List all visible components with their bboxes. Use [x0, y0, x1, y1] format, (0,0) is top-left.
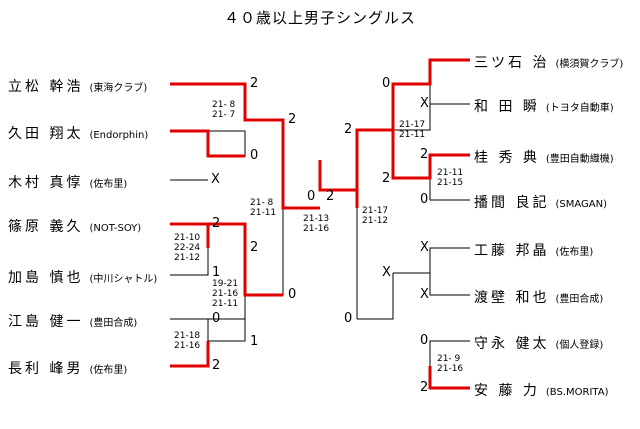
score: 2 [250, 240, 259, 255]
player-name: 播間 良記 [474, 195, 550, 211]
bracket-line [429, 178, 470, 201]
score: 2 [212, 216, 221, 231]
player-right-6: 渡壁 和也 (豊田合成) [474, 287, 603, 307]
set-scores: 21-10 22-24 21-12 [174, 233, 201, 263]
player-right-5: 工藤 邦晶 (佐布里) [474, 240, 593, 260]
score: 1 [250, 334, 259, 349]
player-team: (東海クラブ) [89, 83, 148, 94]
player-team: (Endorphin) [89, 130, 149, 141]
player-name: 安 藤 力 [474, 383, 540, 399]
set-scores: 21-17 21-11 [399, 120, 426, 140]
player-team: (佐布里) [555, 247, 594, 258]
player-name: 渡壁 和也 [474, 290, 550, 306]
score: 1 [212, 265, 221, 280]
score: X [420, 240, 429, 255]
player-left-1: 立松 幹浩 (東海クラブ) [8, 76, 147, 96]
player-team: (NOT-SOY) [89, 223, 142, 234]
player-right-3: 桂 秀 典 (豊田自動織機) [474, 147, 614, 167]
final-score-left: 0 [307, 189, 316, 204]
player-name: 桂 秀 典 [474, 150, 540, 166]
player-right-1: 三ツ石 治 (横須賀クラブ) [474, 52, 623, 72]
final-score-right: 2 [326, 189, 335, 204]
player-team: (佐布里) [89, 179, 128, 190]
player-left-2: 久田 翔太 (Endorphin) [8, 123, 148, 143]
player-name: 久田 翔太 [8, 126, 84, 142]
player-name: 守永 健太 [474, 336, 550, 352]
player-name: 長利 峰男 [8, 361, 84, 377]
player-right-8: 安 藤 力 (BS.MORITA) [474, 380, 609, 400]
winner-line [170, 129, 245, 158]
player-name: 三ツ石 治 [474, 55, 550, 71]
player-right-4: 播間 良記 (SMAGAN) [474, 192, 607, 212]
score: X [420, 287, 429, 302]
player-name: 篠原 義久 [8, 219, 84, 235]
score: 0 [420, 192, 429, 207]
bracket-line [429, 340, 470, 366]
score: 0 [288, 287, 297, 302]
bracket-line [429, 273, 470, 296]
score: 0 [212, 311, 221, 326]
player-name: 江島 健一 [8, 314, 84, 330]
winner-line [355, 58, 470, 208]
set-scores: 21- 9 21-16 [437, 354, 464, 374]
player-team: (豊田合成) [89, 318, 138, 329]
player-name: 工藤 邦晶 [474, 243, 550, 259]
bracket-line [393, 84, 470, 131]
player-team: (佐布里) [89, 365, 128, 376]
set-scores: 21-18 21-16 [174, 331, 201, 351]
score: 2 [420, 380, 429, 395]
score: X [420, 96, 429, 111]
player-left-7: 長利 峰男 (佐布里) [8, 358, 127, 378]
player-team: (トヨタ自動車) [545, 103, 614, 114]
set-scores: 21- 8 21-11 [250, 198, 277, 218]
page-title: ４０歳以上男子シングルス [223, 9, 416, 27]
bracket-line [170, 248, 209, 276]
player-team: (豊田自動織機) [545, 154, 614, 165]
set-scores: 21- 8 21- 7 [212, 100, 236, 120]
player-right-7: 守永 健太 (個人登録) [474, 333, 603, 353]
score: 0 [250, 148, 259, 163]
final-set-scores: 21-13 21-16 [303, 214, 330, 234]
score: 2 [344, 122, 353, 137]
player-team: (BS.MORITA) [545, 387, 609, 398]
player-left-4: 篠原 義久 (NOT-SOY) [8, 216, 141, 236]
player-team: (横須賀クラブ) [555, 59, 624, 70]
player-right-2: 和 田 瞬 (トヨタ自動車) [474, 96, 614, 116]
score: 0 [382, 76, 391, 91]
set-scores: 21-11 21-15 [437, 168, 464, 188]
score: 0 [420, 333, 429, 348]
player-name: 加島 慎也 [8, 270, 84, 286]
score: 2 [420, 147, 429, 162]
player-team: (豊田合成) [555, 294, 604, 305]
player-left-6: 江島 健一 (豊田合成) [8, 311, 137, 331]
score: X [382, 265, 391, 280]
player-left-3: 木村 真惇 (佐布里) [8, 172, 127, 192]
player-name: 木村 真惇 [8, 175, 84, 191]
winner-line [170, 82, 320, 210]
bracket-line [393, 247, 470, 274]
winner-line [391, 130, 470, 180]
score: 0 [344, 311, 353, 326]
score: 2 [212, 358, 221, 373]
score: 2 [250, 76, 259, 91]
score: X [211, 172, 220, 187]
bracket-line [357, 273, 394, 320]
player-team: (SMAGAN) [555, 199, 607, 210]
winner-line [428, 366, 470, 390]
score: 2 [288, 112, 297, 127]
winner-line [170, 341, 210, 368]
player-name: 和 田 瞬 [474, 99, 540, 115]
player-left-5: 加島 慎也 (中川シャトル) [8, 267, 157, 287]
player-name: 立松 幹浩 [8, 79, 84, 95]
player-team: (個人登録) [555, 340, 604, 351]
set-scores: 19-21 21-16 21-11 [212, 279, 239, 309]
set-scores: 21-17 21-12 [362, 206, 389, 226]
score: 2 [382, 171, 391, 186]
player-team: (中川シャトル) [89, 274, 158, 285]
